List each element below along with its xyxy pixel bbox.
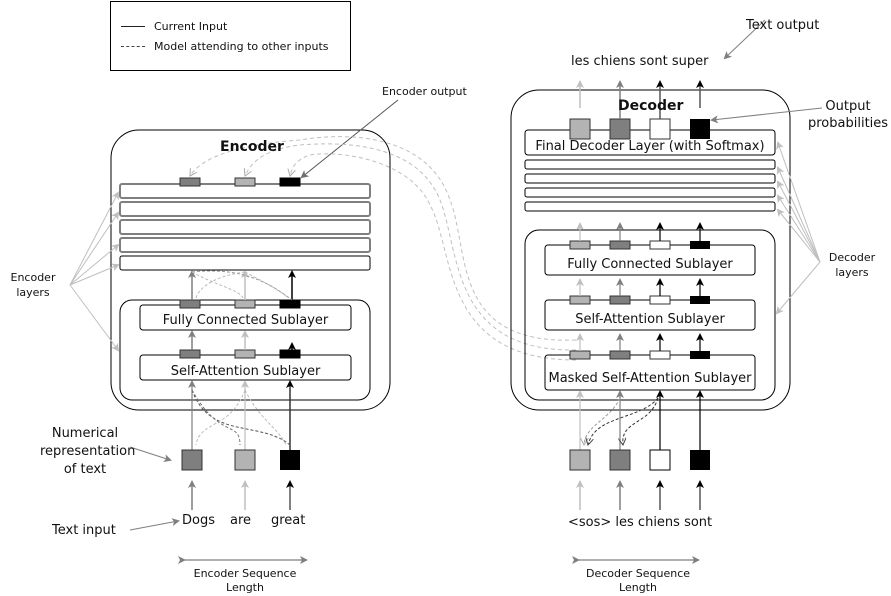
label-line: layers bbox=[835, 266, 869, 279]
output-probability bbox=[649, 118, 671, 140]
input-token: great bbox=[271, 513, 306, 528]
encoder-attention-curves bbox=[191, 270, 293, 446]
decoder-sequence-length-label: Decoder Sequence Length bbox=[573, 567, 703, 595]
encoder-output-label: Encoder output bbox=[382, 85, 467, 98]
encoder-layer bbox=[119, 255, 371, 271]
label-line: Decoder bbox=[828, 251, 876, 264]
decoder-layer bbox=[524, 159, 776, 170]
label-line: Numerical bbox=[51, 426, 119, 441]
encoder-output-vector bbox=[179, 177, 201, 187]
label-line: Encoder bbox=[10, 271, 56, 284]
label-line: Length bbox=[226, 581, 264, 594]
text-input-label: Text input bbox=[52, 523, 116, 538]
sa-vector bbox=[179, 349, 201, 359]
embedding-pointer bbox=[129, 446, 172, 462]
encoder-embedding bbox=[280, 450, 300, 470]
sa-vector bbox=[234, 349, 256, 359]
label-line: Output bbox=[825, 99, 871, 114]
label-line: probabilities bbox=[808, 116, 889, 131]
text-input-pointer bbox=[129, 518, 180, 531]
decoder-sa-label: Self-Attention Sublayer bbox=[575, 312, 725, 327]
legend: Current Input Model attending to other i… bbox=[110, 1, 351, 71]
decoder-masked-attention-curves bbox=[584, 397, 659, 445]
legend-label: Current Input bbox=[154, 20, 228, 33]
legend-label: Model attending to other inputs bbox=[154, 40, 329, 53]
decoder-layer-detail bbox=[524, 229, 776, 401]
encoder-layer bbox=[119, 219, 371, 235]
encoder-output-vector bbox=[234, 177, 256, 187]
fc-vector bbox=[279, 299, 301, 309]
input-token: are bbox=[230, 513, 252, 528]
embedding-label: Numerical representation of text bbox=[40, 425, 136, 479]
text-output-pointer bbox=[723, 19, 766, 60]
decoder-embedding bbox=[569, 449, 591, 471]
encoder-layers-label: Encoder layers bbox=[8, 270, 58, 300]
decoder-layer bbox=[524, 187, 776, 198]
decoder-embedding bbox=[649, 449, 671, 471]
decoder-masked-sa-label: Masked Self-Attention Sublayer bbox=[548, 371, 752, 386]
label-line: Decoder Sequence bbox=[585, 567, 691, 580]
encoder-layer bbox=[119, 237, 371, 253]
decoder-final-layer-label: Final Decoder Layer (with Softmax) bbox=[535, 139, 765, 154]
label-line: layers bbox=[16, 286, 50, 299]
encoder-output-pointer bbox=[300, 99, 399, 179]
encoder-fc-label: Fully Connected Sublayer bbox=[162, 313, 329, 328]
dashed-line-icon bbox=[121, 46, 145, 47]
fc-vector bbox=[234, 299, 256, 309]
solid-line-icon bbox=[121, 26, 145, 27]
decoder-embedding bbox=[609, 449, 631, 471]
fc-vector bbox=[179, 299, 201, 309]
legend-item-current-input: Current Input bbox=[121, 20, 227, 33]
output-probability bbox=[569, 118, 591, 140]
decoder-sublayer-vectors bbox=[569, 240, 710, 360]
decoder-input-text: <sos> les chiens sont bbox=[568, 515, 713, 530]
decoder-embedding bbox=[690, 450, 710, 470]
encoder-stacked-layers bbox=[119, 183, 371, 271]
output-probability bbox=[609, 118, 631, 140]
label-line: Encoder Sequence bbox=[193, 567, 297, 580]
decoder-output-text: les chiens sont super bbox=[571, 54, 709, 69]
decoder-fc-label: Fully Connected Sublayer bbox=[567, 257, 733, 272]
encoder-embedding bbox=[181, 449, 203, 471]
encoder-sequence-length-label: Encoder Sequence Length bbox=[180, 567, 310, 595]
encoder-output-vector bbox=[279, 177, 301, 187]
encoder-layers-pointers bbox=[69, 191, 120, 352]
input-token: Dogs bbox=[182, 513, 215, 528]
encoder-layer bbox=[119, 201, 371, 217]
output-probabilities-label: Output probabilities bbox=[808, 98, 888, 132]
output-probabilities-pointer bbox=[710, 107, 823, 124]
encoder-sa-label: Self-Attention Sublayer bbox=[170, 364, 321, 379]
decoder-layers-label: Decoder layers bbox=[822, 250, 882, 280]
decoder-layer bbox=[524, 201, 776, 212]
label-line: representation bbox=[40, 444, 136, 459]
decoder-block bbox=[510, 89, 791, 411]
label-line: of text bbox=[63, 462, 107, 477]
text-output-label: Text output bbox=[746, 18, 820, 33]
decoder-stacked-layers bbox=[524, 159, 776, 212]
encoder-title: Encoder bbox=[220, 139, 284, 155]
output-probability bbox=[690, 119, 710, 139]
decoder-title: Decoder bbox=[618, 98, 684, 114]
decoder-layer bbox=[524, 173, 776, 184]
label-line: Length bbox=[619, 581, 657, 594]
legend-item-attending: Model attending to other inputs bbox=[121, 40, 329, 53]
cross-attention-curves bbox=[190, 136, 577, 361]
decoder-layers-pointers bbox=[775, 141, 821, 315]
encoder-embedding bbox=[234, 449, 256, 471]
sa-vector bbox=[279, 349, 301, 359]
